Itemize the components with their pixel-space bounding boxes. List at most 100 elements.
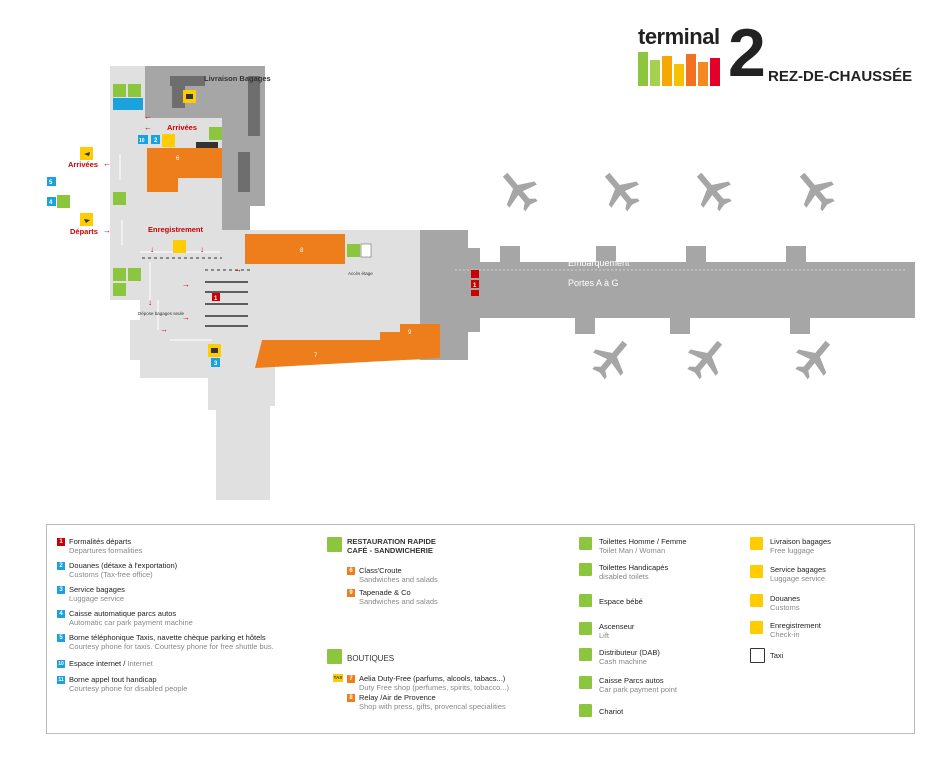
trolley-icon (579, 704, 592, 717)
legend-num-4: 4 (57, 610, 65, 618)
carousel-1 (170, 76, 205, 108)
map-marker-3: 3 (214, 361, 218, 367)
carousel-2 (248, 76, 260, 136)
legend-num-10: 10 (57, 660, 65, 668)
escalator (196, 142, 218, 148)
luggage-service-icon (750, 565, 763, 578)
svg-text:→: → (182, 313, 190, 322)
svg-text:→: → (103, 226, 111, 235)
shopping-bag-icon (327, 649, 342, 664)
svg-text:↓: ↓ (200, 245, 204, 254)
shop-7 (255, 324, 440, 368)
legend-aelia: Aelia Duty-Free (parfums, alcools, tabac… (359, 674, 510, 692)
main-hall-floor (110, 66, 420, 368)
shop-6 (147, 148, 222, 192)
legend-baby-label: Espace bébé (599, 597, 643, 606)
tax-free-icon: TAX (333, 674, 343, 682)
taxi-icon (750, 648, 765, 663)
carousel-3 (238, 152, 250, 192)
blue-strip (113, 98, 143, 110)
security-lanes (205, 281, 248, 327)
label-arrivees-top: Arrivées (167, 123, 197, 132)
svg-text:→: → (160, 325, 168, 334)
svg-text:←: ← (103, 159, 111, 168)
checkin-queue (142, 257, 250, 271)
customs-icon (750, 594, 763, 607)
map-marker-5: 5 (49, 180, 53, 186)
svg-text:→: → (182, 280, 190, 289)
legend-num-8: 8 (347, 694, 355, 702)
legend-item-5: Borne téléphonique Taxis, navette chèque… (69, 633, 274, 651)
label-departs-left: Départs (70, 227, 98, 236)
lift-icon (579, 622, 592, 635)
legend-num-7: 7 (347, 675, 355, 683)
legend-item-2: Douanes (détaxe à l'exportation)Customs … (69, 561, 178, 579)
zone-8: 8 (300, 248, 304, 254)
restaurant-icon (327, 537, 342, 552)
svg-text:↓: ↓ (150, 245, 154, 254)
boarding-pier (420, 230, 915, 360)
map-marker-1b: 1 (473, 283, 477, 289)
svg-text:→: → (234, 265, 242, 274)
terminal-floor-map: ←←← ←→ ↓↓↓ →→→ ↓→ Livraison Bagages Arri… (47, 66, 915, 500)
label-embarquement: Embarquement (568, 258, 630, 268)
wheelchair-icon (579, 563, 592, 576)
svg-text:←: ← (144, 112, 152, 121)
zone-6: 6 (176, 156, 180, 162)
shop-8 (245, 234, 345, 264)
map-marker-1: 1 (214, 296, 218, 302)
label-acces-etage: Accès étage (348, 271, 373, 276)
plane-icons (502, 172, 835, 380)
header-terminal-number: 2 (728, 15, 766, 91)
legend-taxi-label: Taxi (770, 651, 784, 660)
legend-num-5: 5 (57, 634, 65, 642)
map-service-icons (57, 84, 372, 357)
boutiques-title: BOUTIQUES (347, 654, 395, 663)
legend-trolley-label: Chariot (599, 707, 624, 716)
map-marker-4: 4 (49, 200, 53, 206)
resto-title-2: CAFÉ - SANDWICHERIE (347, 546, 433, 555)
map-marker-2: 2 (154, 138, 158, 144)
header-terminal-text: terminal (638, 24, 720, 49)
terminal-header: terminal 2 REZ-DE-CHAUSSÉE (636, 18, 926, 92)
toilets-icon (579, 537, 592, 550)
legend-atm-label: Distributeur (DAB)Cash machine (599, 648, 660, 666)
legend-num-3: 3 (57, 586, 65, 594)
label-arrivees-left: Arrivées (68, 160, 98, 169)
baby-icon (579, 594, 592, 607)
resto-title-1: RESTAURATION RAPIDE (347, 537, 436, 546)
baggage-claim-icon (750, 537, 763, 550)
header-color-bars (638, 52, 720, 86)
legend-item-10: Espace internet / Internet (69, 659, 153, 668)
zone-7: 7 (314, 353, 318, 359)
legend-num-9: 9 (347, 589, 355, 597)
svg-text:←: ← (144, 123, 152, 132)
map-marker-10: 10 (139, 138, 145, 144)
legend-num-2: 2 (57, 562, 65, 570)
label-portes: Portes A à G (568, 278, 619, 288)
atm-icon (579, 648, 592, 661)
svg-text:↓: ↓ (148, 298, 152, 307)
label-enregistrement: Enregistrement (148, 225, 204, 234)
header-floor-label: REZ-DE-CHAUSSÉE (768, 68, 913, 85)
parking-pay-icon (579, 676, 592, 689)
legend-num-1: 1 (57, 538, 65, 546)
legend-num-11: 11 (57, 676, 65, 684)
label-depose: Dépose bagages seule (138, 311, 185, 316)
